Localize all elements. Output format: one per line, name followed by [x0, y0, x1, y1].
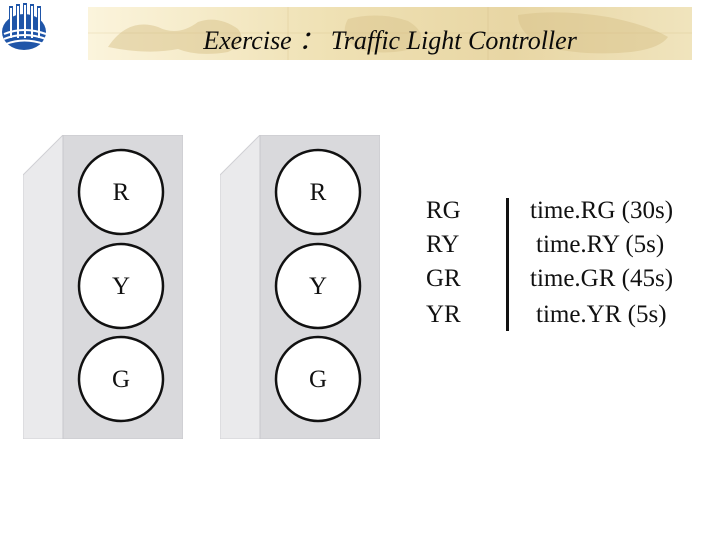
state-name: YR: [426, 301, 461, 328]
state-name: GR: [426, 265, 461, 292]
title-banner: [88, 7, 692, 60]
lamp-label-yellow: Y: [111, 273, 131, 300]
state-name: RY: [426, 231, 460, 258]
state-time: time.YR (5s): [536, 301, 667, 328]
lamp-label-red: R: [309, 179, 327, 206]
state-time: time.RY (5s): [536, 231, 665, 258]
traffic-signal-right: R Y G: [220, 135, 380, 439]
state-time: time.GR (45s): [530, 265, 674, 292]
world-map-decoration: [88, 7, 692, 60]
lamp-label-green: G: [111, 366, 131, 393]
state-timing-table: RG RY GR YR time.RG (30s) time.RY (5s) t…: [420, 196, 710, 336]
table-divider: [506, 198, 509, 331]
lamp-label-green: G: [308, 366, 328, 393]
institution-logo: [0, 0, 62, 58]
traffic-signal-left: R Y G: [23, 135, 183, 439]
state-time: time.RG (30s): [530, 197, 674, 224]
slide-title: Exercise ： Traffic Light Controller: [203, 26, 577, 55]
lamp-label-yellow: Y: [308, 273, 328, 300]
state-name: RG: [426, 197, 461, 224]
lamp-label-red: R: [112, 179, 130, 206]
